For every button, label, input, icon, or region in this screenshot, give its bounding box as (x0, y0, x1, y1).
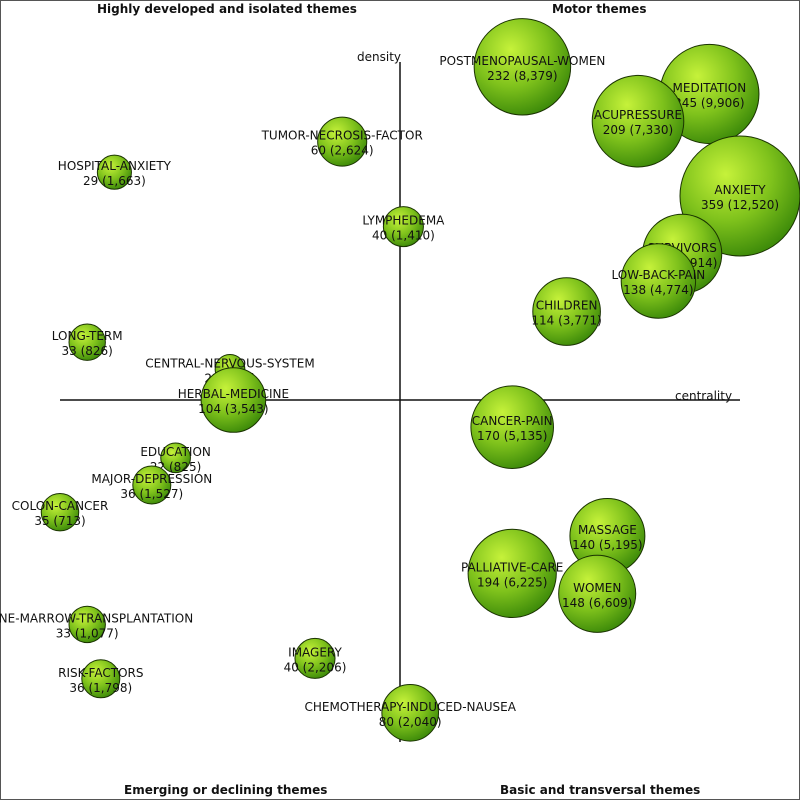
bubble-value-label: 170 (5,135) (477, 429, 547, 443)
bubble-value-label: 60 (2,624) (311, 144, 374, 158)
bubble-value-label: 209 (7,330) (603, 123, 673, 137)
bubble-label: LONG-TERM (52, 329, 123, 343)
bubble-bone-marrow-transplantation[interactable] (68, 605, 106, 644)
bubble-value-label: 36 (1,798) (69, 681, 132, 695)
bubble-value-label: 114 (3,771) (531, 314, 601, 328)
bubble-postmenopausal-women[interactable] (473, 18, 572, 116)
bubble-risk-factors[interactable] (81, 659, 121, 699)
bubble-value-label: 138 (4,774) (623, 283, 693, 297)
bubble-label: MEDITATION (673, 81, 747, 95)
bubble-label: TUMOR-NECROSIS-FACTOR (261, 129, 423, 143)
bubble-label: POSTMENOPAUSAL-WOMEN (439, 54, 605, 68)
quadrant-title-bottom-right: Basic and transversal themes (500, 783, 701, 797)
bubble-label: IMAGERY (288, 645, 342, 659)
bubble-value-label: 33 (826) (62, 344, 113, 358)
bubble-hospital-anxiety[interactable] (96, 154, 132, 190)
quadrant-title-bottom-left: Emerging or declining themes (124, 783, 328, 797)
bubble-education[interactable] (160, 442, 191, 474)
bubble-herbal-medicine[interactable] (200, 367, 267, 433)
bubble-label: RISK-FACTORS (58, 666, 143, 680)
quadrant-title-top-left: Highly developed and isolated themes (97, 2, 357, 16)
bubble-label: PALLIATIVE-CARE (461, 560, 563, 574)
bubble-low-back-pain[interactable] (620, 243, 697, 319)
bubble-value-label: 148 (6,609) (562, 596, 632, 610)
bubble-palliative-care[interactable] (467, 528, 557, 619)
bubble-major-depression[interactable] (132, 465, 172, 505)
bubble-tumor-necrosis-factor[interactable] (317, 116, 368, 167)
bubble-women[interactable] (558, 554, 637, 633)
bubble-label: ANXIETY (714, 183, 766, 197)
bubble-label: CHILDREN (536, 299, 598, 313)
bubble-imagery[interactable] (294, 637, 336, 679)
bubble-cancer-pain[interactable] (470, 385, 554, 469)
bubble-label: WOMEN (573, 581, 621, 595)
bubble-label: MASSAGE (578, 523, 637, 537)
bubble-label: CENTRAL-NERVOUS-SYSTEM (145, 356, 314, 370)
y-axis-label: density (357, 50, 401, 64)
bubble-label: COLON-CANCER (12, 499, 109, 513)
bubble-label: LOW-BACK-PAIN (612, 268, 706, 282)
bubble-value-label: 140 (5,195) (572, 538, 642, 552)
bubble-label: BONE-MARROW-TRANSPLANTATION (0, 611, 193, 625)
bubble-value-label: 36 (1,527) (120, 487, 183, 501)
bubble-label: LYMPHEDEMA (362, 214, 445, 228)
bubble-label: CANCER-PAIN (472, 414, 553, 428)
bubble-label: HERBAL-MEDICINE (178, 387, 289, 401)
bubble-value-label: 194 (6,225) (477, 575, 547, 589)
bubble-lymphedema[interactable] (382, 206, 424, 248)
bubble-value-label: 40 (2,206) (284, 660, 347, 674)
bubble-label: ACUPRESSURE (594, 108, 682, 122)
bubble-label: MAJOR-DEPRESSION (91, 472, 212, 486)
bubble-value-label: 29 (1,663) (83, 174, 146, 188)
x-axis-label: centrality (675, 389, 732, 403)
bubble-chemotherapy-induced-nausea[interactable] (381, 683, 440, 742)
bubble-label: CHEMOTHERAPY-INDUCED-NAUSEA (304, 700, 516, 714)
bubble-value-label: 245 (9,906) (674, 96, 744, 110)
bubble-value-label: 40 (1,410) (372, 229, 435, 243)
bubble-value-label: 33 (1,077) (56, 626, 119, 640)
quadrant-title-top-right: Motor themes (552, 2, 647, 16)
bubble-colon-cancer[interactable] (40, 492, 80, 532)
bubble-children[interactable] (532, 277, 601, 346)
bubble-value-label: 232 (8,379) (487, 69, 557, 83)
bubble-label: EDUCATION (140, 445, 211, 459)
bubble-long-term[interactable] (68, 323, 106, 361)
bubble-value-label: 35 (713) (34, 514, 85, 528)
bubble-value-label: 80 (2,040) (379, 715, 442, 729)
bubble-value-label: 104 (3,543) (198, 402, 268, 416)
bubble-value-label: 359 (12,520) (701, 198, 779, 212)
bubble-label: HOSPITAL-ANXIETY (58, 159, 172, 173)
bubble-acupressure[interactable] (591, 74, 685, 168)
